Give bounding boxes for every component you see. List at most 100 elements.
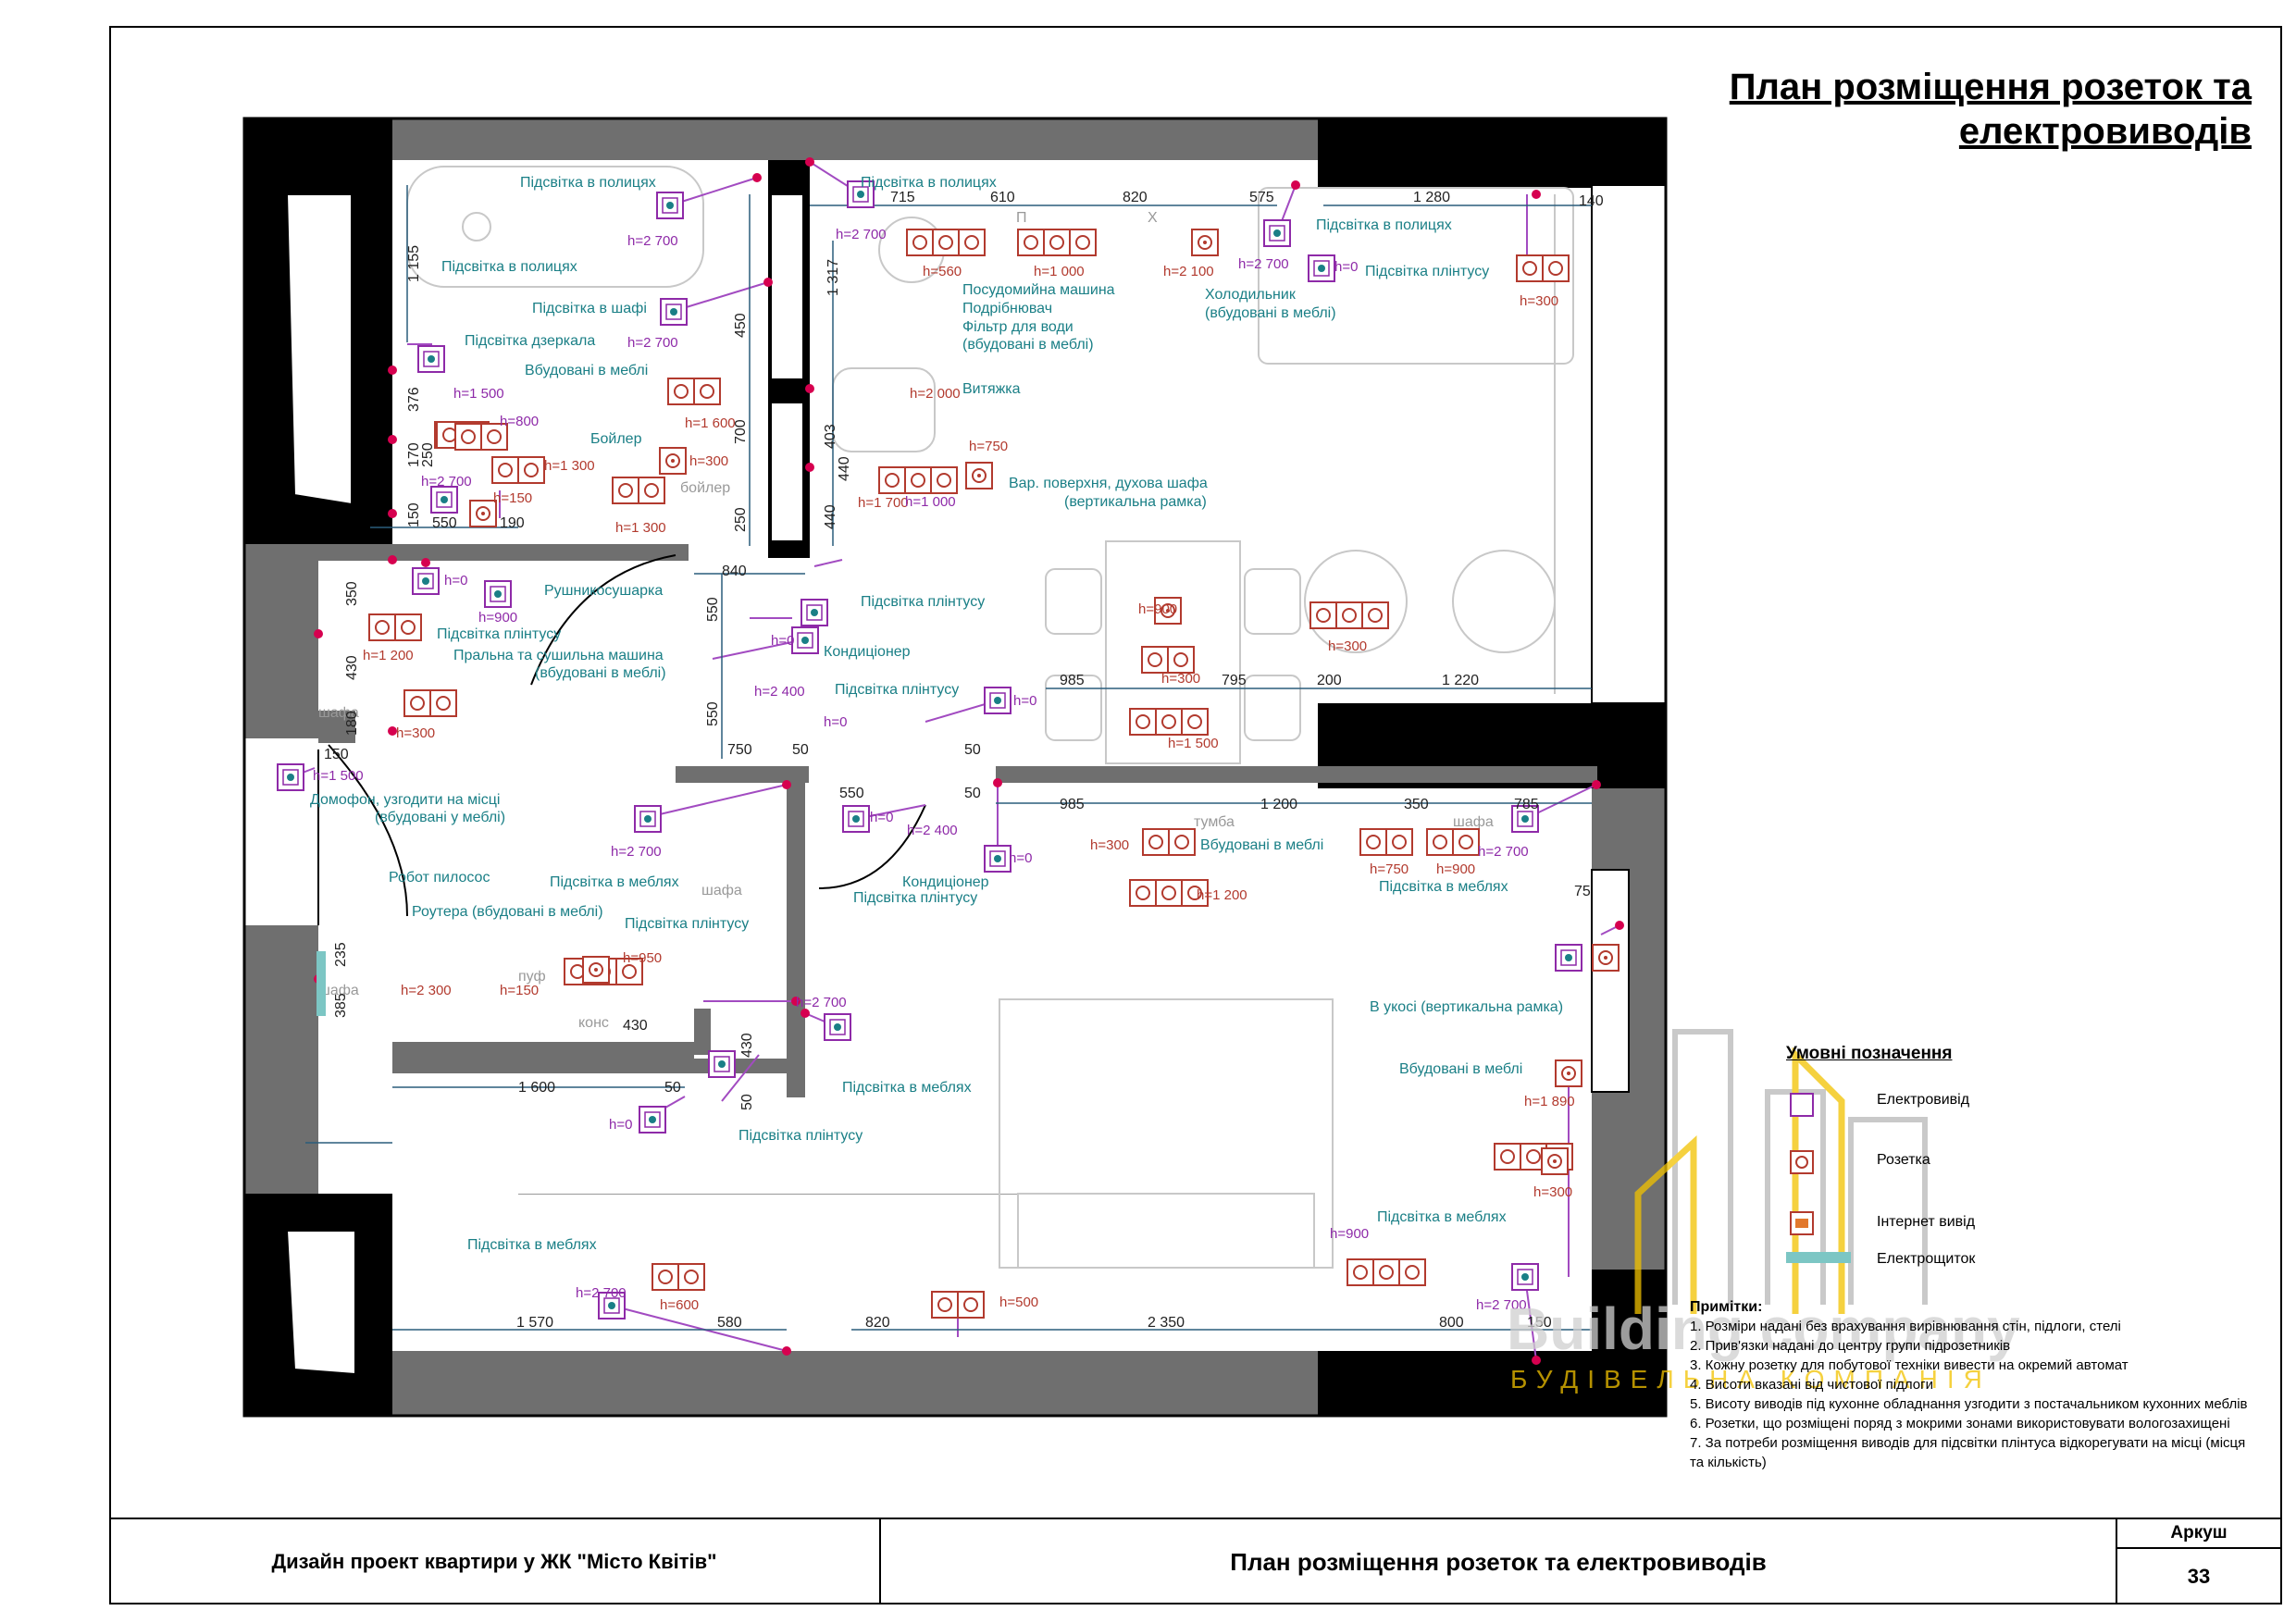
svg-text:h=0: h=0 [1334,259,1358,275]
legend-title: Умовні позначення [1786,1044,1953,1063]
svg-text:820: 820 [865,1315,890,1331]
note-item: 7. За потреби розміщення виводів для під… [1690,1435,2246,1470]
svg-text:Підсвітка дзеркала: Підсвітка дзеркала [465,333,595,349]
furniture-label-wardrobe-2: шафа [701,883,742,898]
svg-text:235: 235 [333,942,349,967]
legend-symbols [1786,1093,1851,1263]
furniture-label-wardrobe-4: шафа [1453,814,1494,830]
svg-text:Посудомийна машина: Посудомийна машина [962,282,1115,298]
sheet-title: План розміщення розеток та електровиводі… [1730,65,2252,154]
svg-text:h=900: h=900 [1436,861,1475,877]
note-item: 5. Висоту виводів під кухонне обладнання… [1690,1396,2248,1412]
svg-text:Витяжка: Витяжка [962,381,1021,397]
svg-text:h=1 700: h=1 700 [858,495,909,511]
sheet-number: 33 [2187,1565,2211,1588]
svg-text:h=300: h=300 [689,453,728,469]
svg-text:Підсвітка в полицях: Підсвітка в полицях [441,259,577,275]
svg-text:Фільтр для води: Фільтр для води [962,319,1074,335]
svg-text:985: 985 [1060,797,1085,812]
svg-text:1 600: 1 600 [518,1080,555,1096]
note-item: 3. Кожну розетку для побутової техніки в… [1690,1357,2128,1373]
svg-text:1 280: 1 280 [1413,190,1450,205]
svg-text:Холодильник: Холодильник [1205,287,1297,303]
svg-text:440: 440 [823,504,838,529]
svg-text:1 317: 1 317 [825,259,841,296]
sheet-title-line-1: План розміщення розеток та [1729,67,2252,107]
svg-text:h=150: h=150 [493,490,532,506]
note-item: 4. Висоти вказані від чистової підлоги [1690,1377,1933,1393]
svg-text:50: 50 [792,742,809,758]
svg-text:h=150: h=150 [500,983,539,998]
svg-text:Пральна та сушильна машина: Пральна та сушильна машина [453,648,664,663]
svg-text:h=300: h=300 [1533,1184,1572,1200]
svg-text:430: 430 [344,655,360,680]
svg-text:1 570: 1 570 [516,1315,553,1331]
svg-text:800: 800 [1439,1315,1464,1331]
svg-text:h=2 300: h=2 300 [401,983,452,998]
svg-text:h=1 300: h=1 300 [544,458,595,474]
svg-text:(вбудовані в меблі): (вбудовані в меблі) [1205,305,1336,321]
svg-text:Підсвітка в полицях: Підсвітка в полицях [1316,217,1452,233]
svg-text:750: 750 [727,742,752,758]
furniture-label-nightstand: тумба [1194,814,1235,830]
svg-text:50: 50 [664,1080,681,1096]
legend-item-electric-panel: Електрощиток [1877,1251,1976,1267]
note-item: 1. Розміри надані без врахування вирівню… [1690,1319,2121,1334]
svg-text:2 350: 2 350 [1148,1315,1185,1331]
svg-text:h=600: h=600 [660,1297,699,1313]
svg-text:h=0: h=0 [771,633,794,649]
legend-panel-icon [1786,1252,1851,1263]
svg-text:h=1 200: h=1 200 [1197,887,1247,903]
svg-text:350: 350 [344,581,360,606]
svg-text:450: 450 [733,313,749,338]
notes-list: 1. Розміри надані без врахування вирівню… [1690,1317,2254,1472]
svg-text:Рушникосушарка: Рушникосушарка [544,583,663,599]
svg-text:h=2 400: h=2 400 [754,684,805,700]
svg-text:Вбудовані в меблі: Вбудовані в меблі [525,363,648,378]
svg-text:h=2 000: h=2 000 [910,386,961,402]
svg-text:h=560: h=560 [923,264,962,279]
svg-text:350: 350 [1404,797,1429,812]
svg-text:В укосі (вертикальна рамка): В укосі (вертикальна рамка) [1370,999,1563,1015]
svg-text:Робот пилосос: Робот пилосос [389,870,490,886]
svg-text:575: 575 [1249,190,1274,205]
svg-text:h=1 500: h=1 500 [453,386,504,402]
furniture-label-pouf: пуф [518,969,546,985]
legend-item-socket: Розетка [1877,1152,1930,1168]
svg-text:h=1 500: h=1 500 [1168,736,1219,751]
legend-item-outlet: Електровивід [1877,1092,1970,1108]
svg-text:h=0: h=0 [444,573,467,588]
svg-text:Роутера (вбудовані в меблі): Роутера (вбудовані в меблі) [412,904,603,920]
furniture-label-p: П [1016,210,1027,226]
svg-text:h=1 600: h=1 600 [685,415,736,431]
mounting-heights: h=2 700 h=2 700 h=560 h=1 000 h=2 100 h=… [313,227,1575,1313]
svg-text:h=0: h=0 [1009,850,1032,866]
svg-text:h=0: h=0 [609,1117,632,1133]
building-company-watermark-logo: Building company БУДІВЕЛЬНА КОМПАНІЯ [1507,1029,2020,1394]
svg-text:h=2 700: h=2 700 [836,227,887,242]
note-item: 2. Прив'язки надані до центру групи підр… [1690,1338,2011,1354]
svg-text:50: 50 [964,786,981,801]
title-block: Дизайн проект квартири у ЖК "Місто Квіті… [109,1518,2282,1604]
svg-text:h=750: h=750 [1370,861,1409,877]
svg-text:Підсвітка в меблях: Підсвітка в меблях [550,874,679,890]
svg-text:(вбудовані у меблі): (вбудовані у меблі) [375,810,505,825]
svg-text:h=2 400: h=2 400 [907,823,958,838]
svg-text:Подрібнювач: Подрібнювач [962,301,1052,316]
watermark-tagline: БУДІВЕЛЬНА КОМПАНІЯ [1510,1365,1992,1394]
svg-text:250: 250 [733,507,749,532]
svg-text:795: 795 [1222,673,1247,688]
svg-text:550: 550 [705,597,721,622]
svg-text:h=950: h=950 [623,950,662,966]
svg-text:403: 403 [823,424,838,449]
svg-text:Вбудовані в меблі: Вбудовані в меблі [1399,1061,1522,1077]
svg-text:Бойлер: Бойлер [590,431,642,447]
sheet-label: Аркуш [2117,1519,2280,1549]
svg-text:715: 715 [890,190,915,205]
svg-text:h=750: h=750 [969,439,1008,454]
svg-text:Підсвітка в шафі: Підсвітка в шафі [532,301,647,316]
svg-text:h=1 300: h=1 300 [615,520,666,536]
svg-text:(вертикальна рамка): (вертикальна рамка) [1064,494,1207,510]
svg-text:Підсвітка плінтусу: Підсвітка плінтусу [835,682,959,698]
